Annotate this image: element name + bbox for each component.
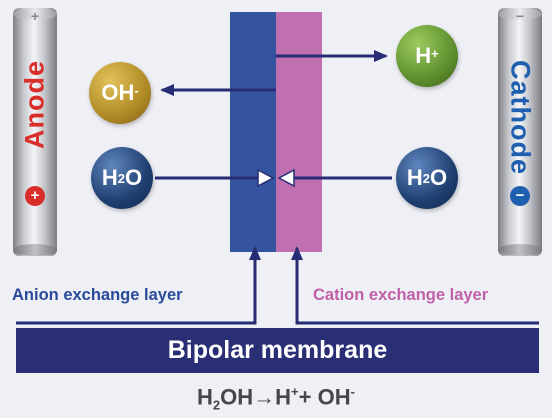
water-left-h: H (101, 165, 118, 190)
oh-ion-ball: OH- (89, 62, 151, 124)
oh-text: OH (101, 80, 135, 105)
cathode-label: Cathode (505, 60, 536, 175)
water-right-o: O (430, 165, 448, 190)
cathode-minus-sign: − (510, 186, 530, 206)
water-left-sub: 2 (117, 170, 125, 186)
anode-cap (13, 8, 57, 20)
h-charge: + (431, 45, 439, 61)
eq-h-charge: + (291, 384, 299, 399)
eq-h-product: H (275, 384, 292, 410)
cathode-cap-bottom (498, 244, 542, 256)
water-left-head (257, 168, 275, 188)
cathode-cap (498, 8, 542, 20)
eq-h: H (197, 384, 213, 410)
cathode-electrode: − Cathode − (498, 8, 542, 256)
anode-cap-bottom (13, 244, 57, 256)
reaction-equation: H2OH→H++ OH- (0, 384, 552, 413)
eq-oh-product: + OH (298, 384, 351, 410)
bipolar-membrane-label: Bipolar membrane (167, 336, 388, 364)
water-left-o: O (125, 165, 143, 190)
anode-electrode: + Anode + (13, 8, 57, 256)
anion-pointer-arrow (16, 246, 261, 325)
cation-layer-label: Cation exchange layer (313, 286, 489, 304)
h-ion-ball: H+ (396, 25, 458, 87)
h-text: H (415, 43, 432, 68)
eq-oh: OH (220, 384, 254, 410)
eq-sub-2: 2 (212, 397, 221, 413)
anion-layer-label: Anion exchange layer (12, 286, 183, 304)
anion-exchange-layer (230, 12, 276, 252)
cathode-top-sign: − (515, 8, 525, 24)
eq-arrow: → (253, 384, 276, 410)
water-right-h: H (406, 165, 423, 190)
bipolar-membrane-bar: Bipolar membrane (16, 328, 539, 373)
cation-exchange-layer (276, 12, 322, 252)
anode-top-sign: + (30, 8, 40, 24)
anode-plus-sign: + (25, 186, 45, 206)
eq-oh-charge: - (350, 384, 355, 399)
water-right-sub: 2 (422, 170, 430, 186)
water-right-head (277, 168, 295, 188)
oh-charge: - (134, 82, 139, 98)
cation-pointer-arrow (291, 246, 539, 325)
